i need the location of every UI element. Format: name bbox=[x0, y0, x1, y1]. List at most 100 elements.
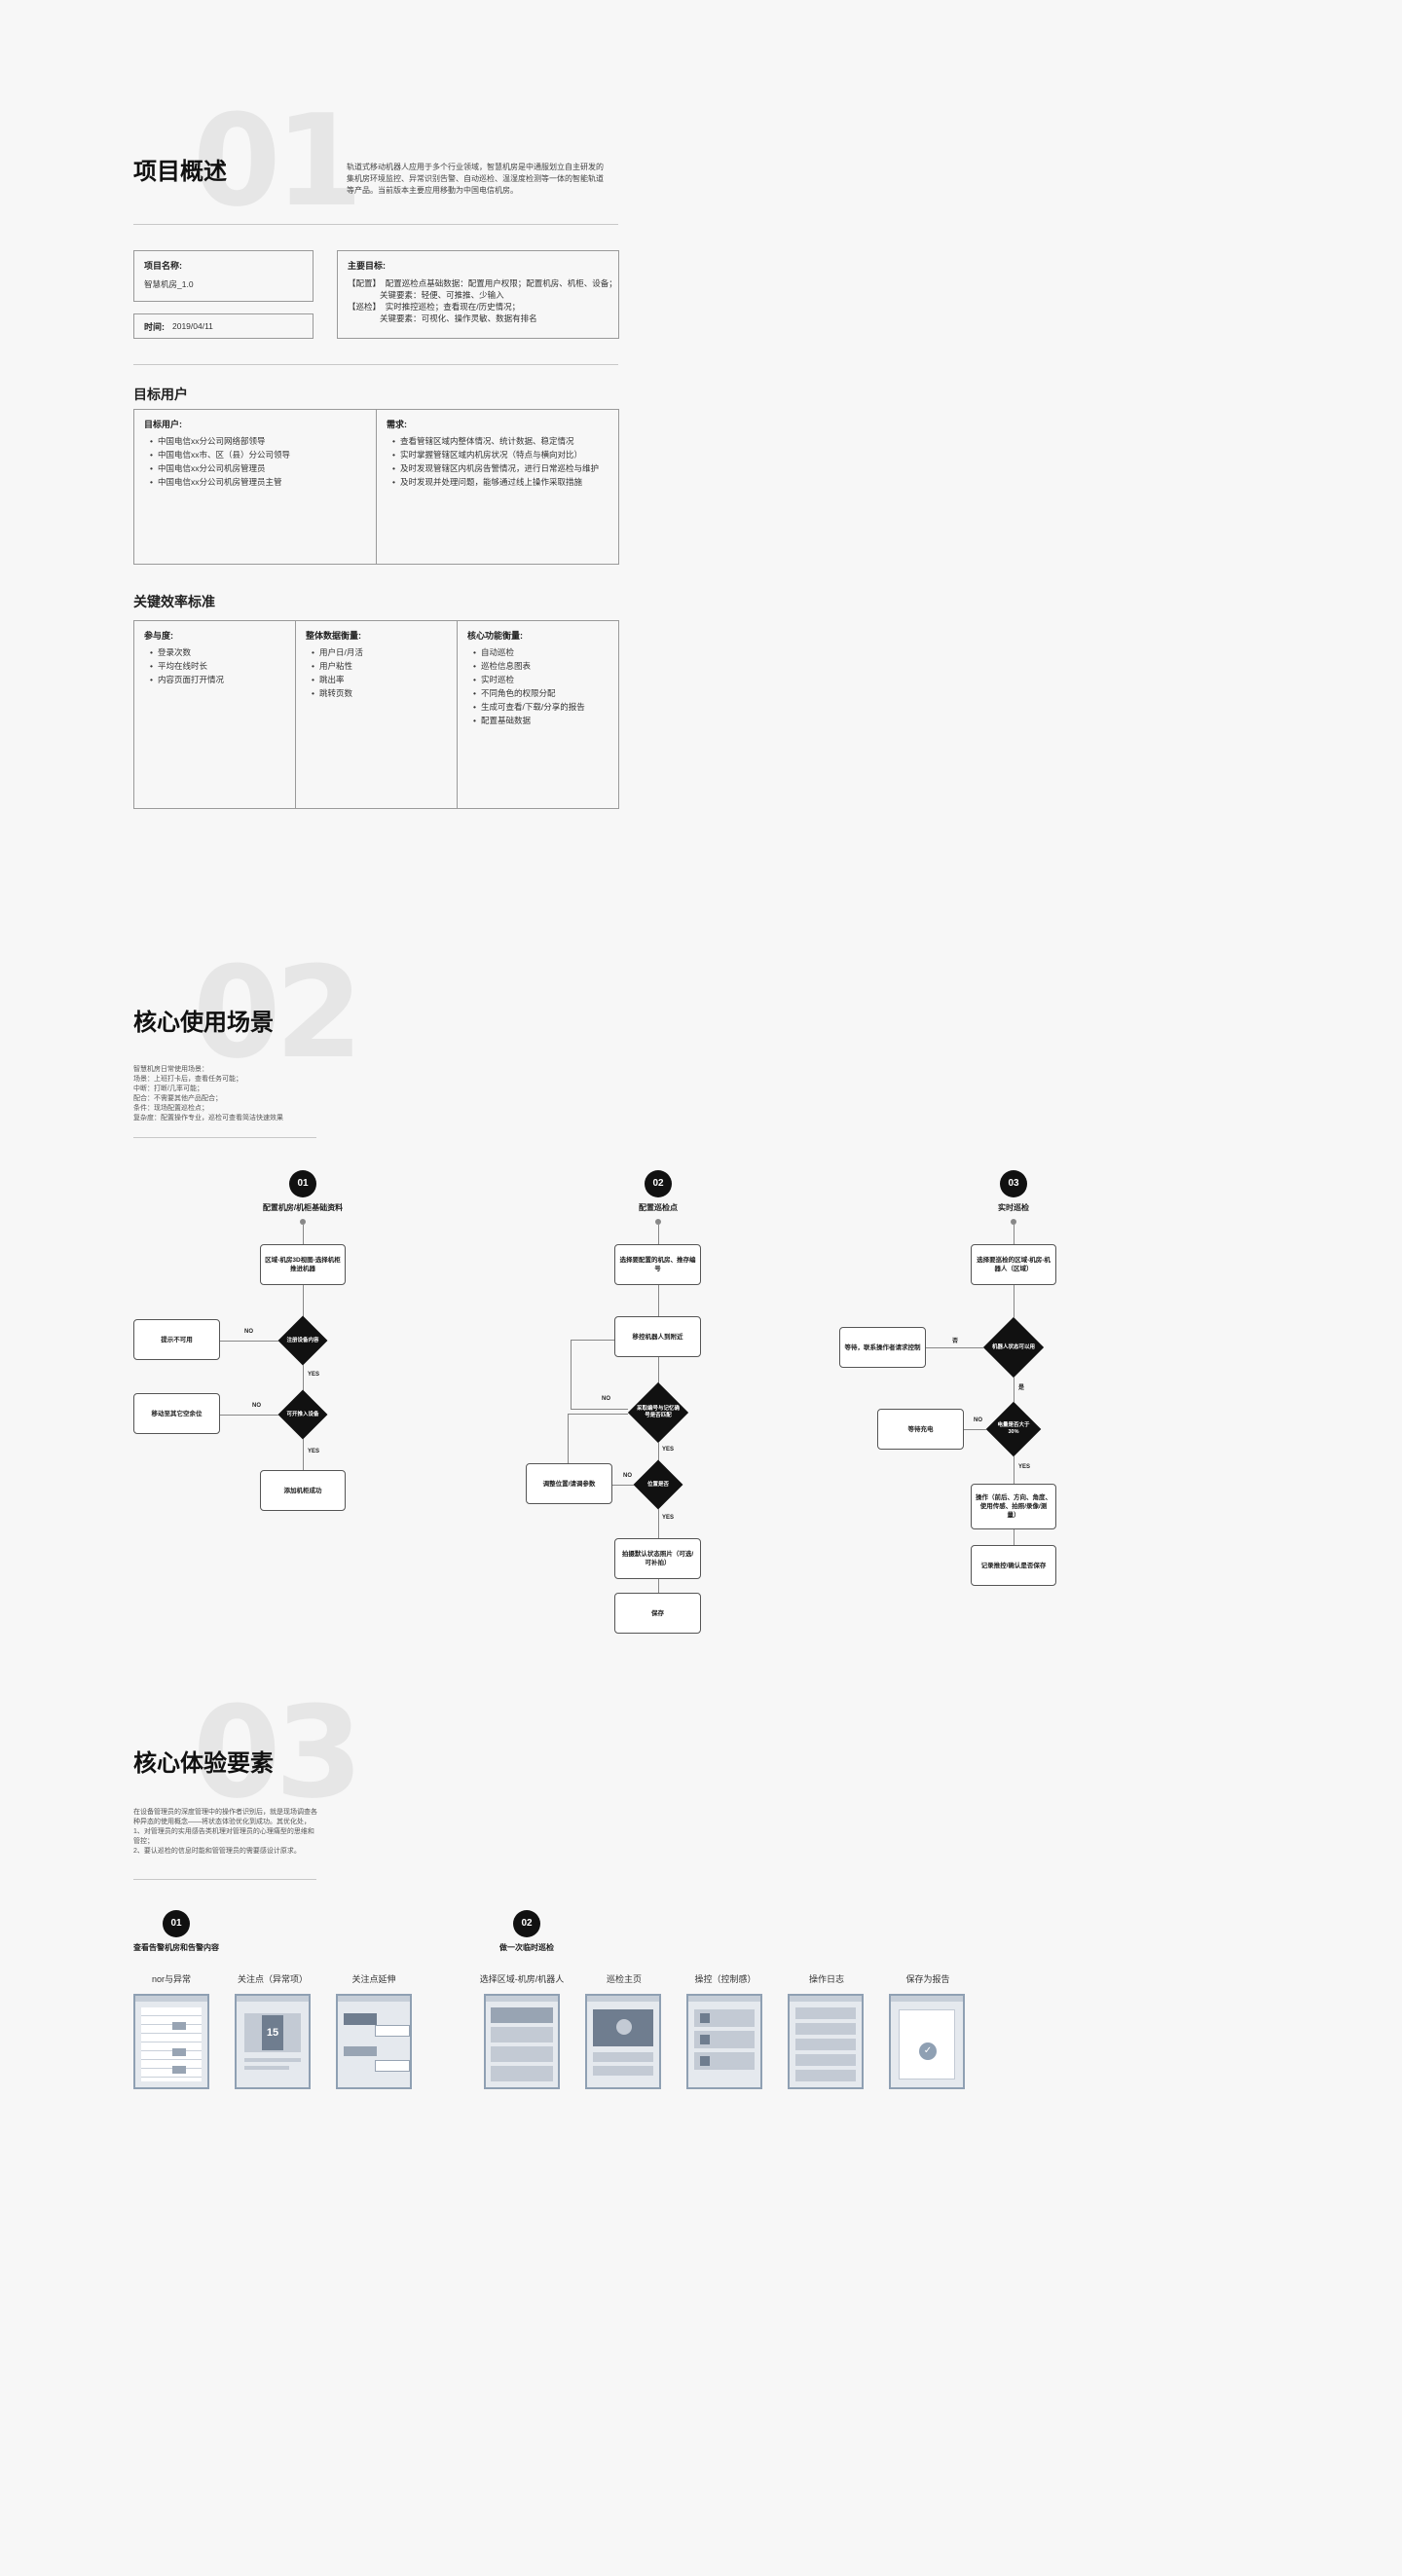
list-item: 跳出率 bbox=[312, 673, 447, 686]
step-number-badge: 03 bbox=[1000, 1170, 1027, 1197]
list-item: 中国电信xx分公司机房管理员 bbox=[150, 461, 366, 475]
flow-connector bbox=[1014, 1456, 1015, 1484]
flow-connector bbox=[220, 1415, 278, 1416]
needs-label: 需求: bbox=[387, 420, 407, 429]
flow-connector bbox=[303, 1439, 304, 1470]
list-item: 查看管辖区域内整体情况、统计数据、稳定情况 bbox=[392, 434, 609, 448]
goal-line: 【配置】 配置巡检点基础数据：配置用户权限；配置机房、机柜、设备； bbox=[348, 278, 617, 288]
kpi-col-label: 整体数据衡量: bbox=[306, 631, 361, 641]
list-item: 生成可查看/下载/分享的报告 bbox=[473, 700, 609, 714]
flow-connector bbox=[658, 1443, 659, 1466]
flow-connector bbox=[571, 1340, 614, 1341]
flow-decision: 采取编号与记忆确号是否匹配 bbox=[627, 1381, 689, 1444]
flow-step-box: 移动至其它空余位 bbox=[133, 1393, 220, 1434]
goal-line: 【巡检】 实时推控巡检；查看现在/历史情况； bbox=[348, 302, 521, 312]
section-title-scenarios: 核心使用场景 bbox=[133, 1010, 274, 1036]
flow-connector bbox=[658, 1357, 659, 1386]
list-item: 用户粘性 bbox=[312, 659, 447, 673]
experience-intro: 在设备管理员的深度管理中的操作者识别后，就是现场调查各种异态的使用概念——将状态… bbox=[133, 1809, 317, 1855]
section-number-bg: 03 bbox=[193, 1678, 363, 1826]
decision-label: 电量是否大于30% bbox=[997, 1422, 1030, 1435]
check-icon: ✓ bbox=[919, 2042, 937, 2060]
list-item: 及时发现并处理问题，能够通过线上操作采取措施 bbox=[392, 475, 609, 489]
flow-end-box: 添加机柜成功 bbox=[260, 1470, 346, 1511]
alert-count: 15 bbox=[262, 2015, 283, 2050]
branch-yes-label: YES bbox=[1018, 1464, 1031, 1470]
screen-thumbnail-control bbox=[686, 1994, 762, 2089]
screen-thumbnail-report: ✓ bbox=[889, 1994, 965, 2089]
flow-connector bbox=[571, 1409, 628, 1410]
divider bbox=[133, 1137, 316, 1138]
list-item: 巡检信息图表 bbox=[473, 659, 609, 673]
project-name-label: 项目名称: bbox=[144, 261, 182, 271]
flow-decision: 机器人状态可以用 bbox=[982, 1316, 1045, 1379]
flow-connector bbox=[1014, 1225, 1015, 1244]
list-item: 自动巡检 bbox=[473, 645, 609, 659]
kpi-col-label: 核心功能衡量: bbox=[467, 631, 523, 641]
screen-thumbnail-log bbox=[788, 1994, 864, 2089]
divider bbox=[133, 364, 618, 365]
screen-caption: 操作日志 bbox=[808, 1974, 844, 1984]
flow-step-box: 提示不可用 bbox=[133, 1319, 220, 1360]
decision-label: 注册设备内容 bbox=[286, 1337, 319, 1343]
list-item: 中国电信xx分公司机房管理员主管 bbox=[150, 475, 366, 489]
play-icon bbox=[616, 2019, 632, 2035]
goal-label: 主要目标: bbox=[348, 261, 386, 271]
flow-connector bbox=[658, 1509, 659, 1538]
screen-caption: 保存为报告 bbox=[905, 1974, 950, 1984]
section-number-bg: 01 bbox=[193, 87, 363, 235]
list-item: 用户日/月活 bbox=[312, 645, 447, 659]
screen-caption: 选择区域-机房/机器人 bbox=[479, 1974, 565, 1984]
branch-yes-label: YES bbox=[662, 1515, 675, 1521]
list-item: 跳转页数 bbox=[312, 686, 447, 700]
flow-decision: 电量是否大于30% bbox=[985, 1401, 1042, 1457]
screen-caption: 操控（控制感） bbox=[694, 1974, 756, 1984]
list-item: 实时掌握管辖区域内机房状况（特点与横向对比） bbox=[392, 448, 609, 461]
flow-start-dot bbox=[1011, 1219, 1016, 1225]
goal-box: 主要目标: 【配置】 配置巡检点基础数据：配置用户权限；配置机房、机柜、设备； … bbox=[337, 250, 619, 339]
divider bbox=[133, 224, 618, 225]
branch-no-label: 否 bbox=[952, 1339, 959, 1344]
branch-no-label: NO bbox=[974, 1417, 982, 1423]
users-label: 目标用户: bbox=[144, 420, 182, 429]
flow-connector bbox=[220, 1341, 278, 1342]
decision-label: 采取编号与记忆确号是否匹配 bbox=[636, 1406, 680, 1418]
scenarios-intro: 智慧机房日常使用场景： 场景：上班打卡后，查看任务可能； 中断：打断/几率可能；… bbox=[133, 1066, 283, 1122]
group-title: 做一次临时巡检 bbox=[499, 1943, 554, 1952]
flow-step-box: 区域-机房3D视图-选择机柜推进机器 bbox=[260, 1244, 346, 1285]
branch-no-label: NO bbox=[244, 1329, 253, 1335]
time-value: 2019/04/11 bbox=[172, 321, 213, 331]
kpi-table: 参与度: 登录次数 平均在线时长 内容页面打开情况 整体数据衡量: 用户日/月活… bbox=[133, 620, 619, 809]
section-number-bg: 02 bbox=[193, 938, 363, 1086]
flow-connector bbox=[568, 1414, 569, 1463]
flow-title: 配置巡检点 bbox=[639, 1203, 678, 1212]
list-item: 配置基础数据 bbox=[473, 714, 609, 727]
branch-yes-label: YES bbox=[662, 1447, 675, 1453]
flow-connector bbox=[568, 1414, 628, 1415]
list-item: 实时巡检 bbox=[473, 673, 609, 686]
flow-connector bbox=[926, 1347, 983, 1348]
flow-start-dot bbox=[300, 1219, 306, 1225]
screen-thumbnail-table bbox=[133, 1994, 209, 2089]
list-item: 登录次数 bbox=[150, 645, 285, 659]
decision-label: 可开推入设备 bbox=[286, 1411, 319, 1417]
list-item: 平均在线时长 bbox=[150, 659, 285, 673]
flow-connector bbox=[658, 1579, 659, 1593]
screen-caption: 关注点延伸 bbox=[351, 1974, 396, 1984]
flow-connector bbox=[964, 1429, 986, 1430]
screen-thumbnail-extend bbox=[336, 1994, 412, 2089]
flow-connector bbox=[1014, 1529, 1015, 1545]
list-item: 及时发现管辖区内机房告警情况，进行日常巡检与维护 bbox=[392, 461, 609, 475]
screen-caption: 关注点（异常项） bbox=[237, 1974, 308, 1984]
time-box: 时间: 2019/04/11 bbox=[133, 313, 314, 339]
step-number-badge: 02 bbox=[513, 1910, 540, 1937]
flow-step-box: 等待，联系操作者请求控制 bbox=[839, 1327, 926, 1368]
project-name-box: 项目名称: 智慧机房_1.0 bbox=[133, 250, 314, 302]
flow-connector bbox=[303, 1365, 304, 1390]
flow-step-box: 拍摄默认状态照片（可选/可补拍） bbox=[614, 1538, 701, 1579]
branch-no-label: NO bbox=[602, 1396, 610, 1402]
screen-thumbnail-home bbox=[585, 1994, 661, 2089]
branch-no-label: NO bbox=[623, 1473, 632, 1479]
list-item: 中国电信xx市、区（县）分公司领导 bbox=[150, 448, 366, 461]
branch-yes-label: 是 bbox=[1018, 1385, 1025, 1391]
